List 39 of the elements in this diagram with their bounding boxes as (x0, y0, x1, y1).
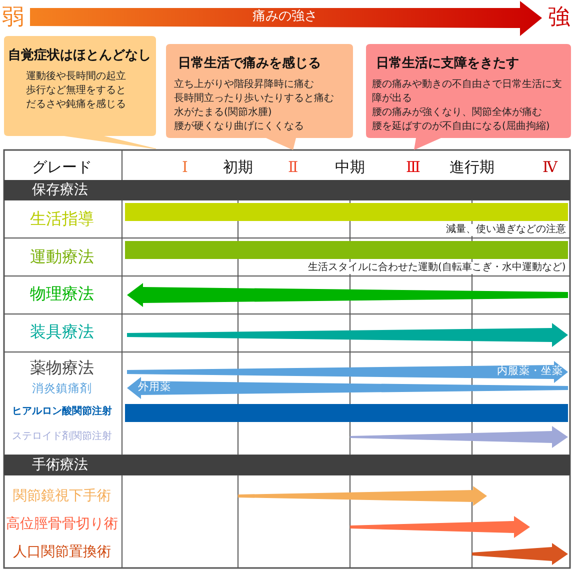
scale-label: 強 (548, 5, 570, 32)
section-header: 保存療法 (4, 180, 570, 200)
bubble-text: 腰の痛みが強くなり、関節全体が痛む (372, 106, 543, 120)
bubble-text: 腰を延ばすのが不自由になる(屈曲拘縮) (372, 120, 551, 134)
treatment-label: 物理療法 (30, 284, 94, 303)
bubble-text: 腰が硬くなり曲げにくくなる (174, 120, 305, 134)
grade-label: Ⅳ (542, 158, 558, 176)
treatment-label: ヒアルロン酸関節注射 (12, 406, 112, 418)
arrow-label: 痛みの強さ (252, 9, 318, 25)
grade-label: Ⅲ (406, 158, 420, 176)
bubble-text: 立ち上がりや階段昇降時に痛む (174, 78, 315, 92)
arrow-label: 外用薬 (138, 380, 171, 394)
treatment-label: 関節鏡視下手術 (13, 488, 111, 504)
treatment-label: 生活指導 (30, 208, 94, 228)
note-text: 生活スタイルに合わせた運動(自転車こぎ・水中運動など) (307, 262, 567, 274)
arrow-label: 内服薬・坐薬 (497, 364, 563, 378)
bubble-heading: 自覚症状はほとんどなし (8, 46, 151, 64)
stage-label: 進行期 (450, 158, 494, 176)
stage-label: 中期 (335, 158, 365, 176)
treatment-label: 薬物療法 (30, 358, 94, 377)
bubble-text: 長時間立ったり歩いたりすると痛む (174, 92, 335, 106)
bubble-heading: 日常生活に支障をきたす (376, 54, 519, 72)
header-label: グレード (32, 158, 92, 176)
treatment-label: 装具療法 (30, 322, 94, 341)
section-header: 手術療法 (4, 455, 570, 475)
grade-label: Ⅰ (182, 158, 188, 176)
bubble-text: 運動後や長時間の起立歩行など無理をするとだるさや鈍痛を感じる (26, 70, 127, 112)
treatment-label: ステロイド剤関節注射 (12, 431, 112, 443)
bubble-heading: 日常生活で痛みを感じる (178, 54, 321, 72)
scale-label: 弱 (2, 5, 24, 32)
treatment-label: 人口関節置換術 (13, 544, 111, 560)
treatment-label: 運動療法 (30, 246, 94, 266)
bubble-text: 腰の痛みや動きの不自由さで日常生活に支障が出る (372, 78, 563, 106)
treatment-label: 消炎鎮痛剤 (32, 382, 92, 396)
stage-label: 初期 (223, 158, 253, 176)
bubble-text: 水がたまる(関節水腫) (174, 106, 273, 120)
treatment-label: 高位脛骨骨切り術 (6, 516, 118, 532)
note-text: 減量、使い過ぎなどの注意 (445, 224, 567, 236)
grade-label: Ⅱ (288, 158, 298, 176)
